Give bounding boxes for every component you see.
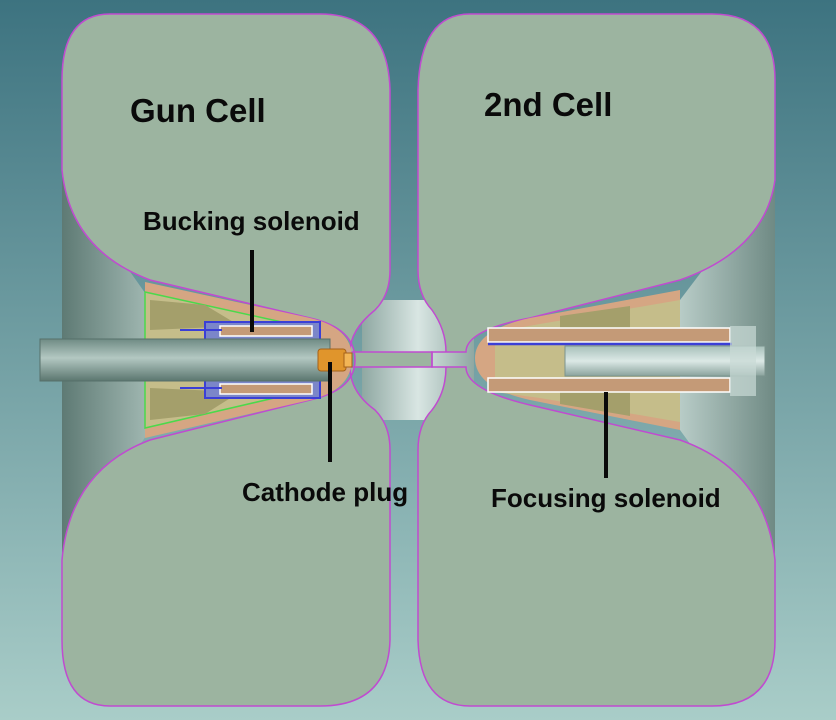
gun-cell-body (61, 13, 433, 707)
cathode-stalk-pipe (39, 338, 331, 382)
bucking-coil-bottom (219, 383, 313, 395)
cathode-plug-label: Cathode plug (242, 477, 409, 507)
bucking-coil-top (219, 325, 313, 337)
second-cell-label: 2nd Cell (484, 86, 613, 123)
focusing-yoke-shade-bottom (560, 392, 630, 416)
focusing-coil-bottom (487, 377, 731, 393)
focusing-solenoid-label: Focusing solenoid (491, 483, 721, 513)
gun-cell-label: Gun Cell (130, 92, 266, 129)
output-flange (730, 326, 756, 396)
focusing-coil-top (487, 327, 731, 343)
bucking-solenoid-label: Bucking solenoid (143, 206, 360, 236)
focusing-yoke-shade-top (560, 306, 630, 330)
second-cell-body (417, 13, 776, 707)
cathode-plug-tip (343, 352, 353, 368)
